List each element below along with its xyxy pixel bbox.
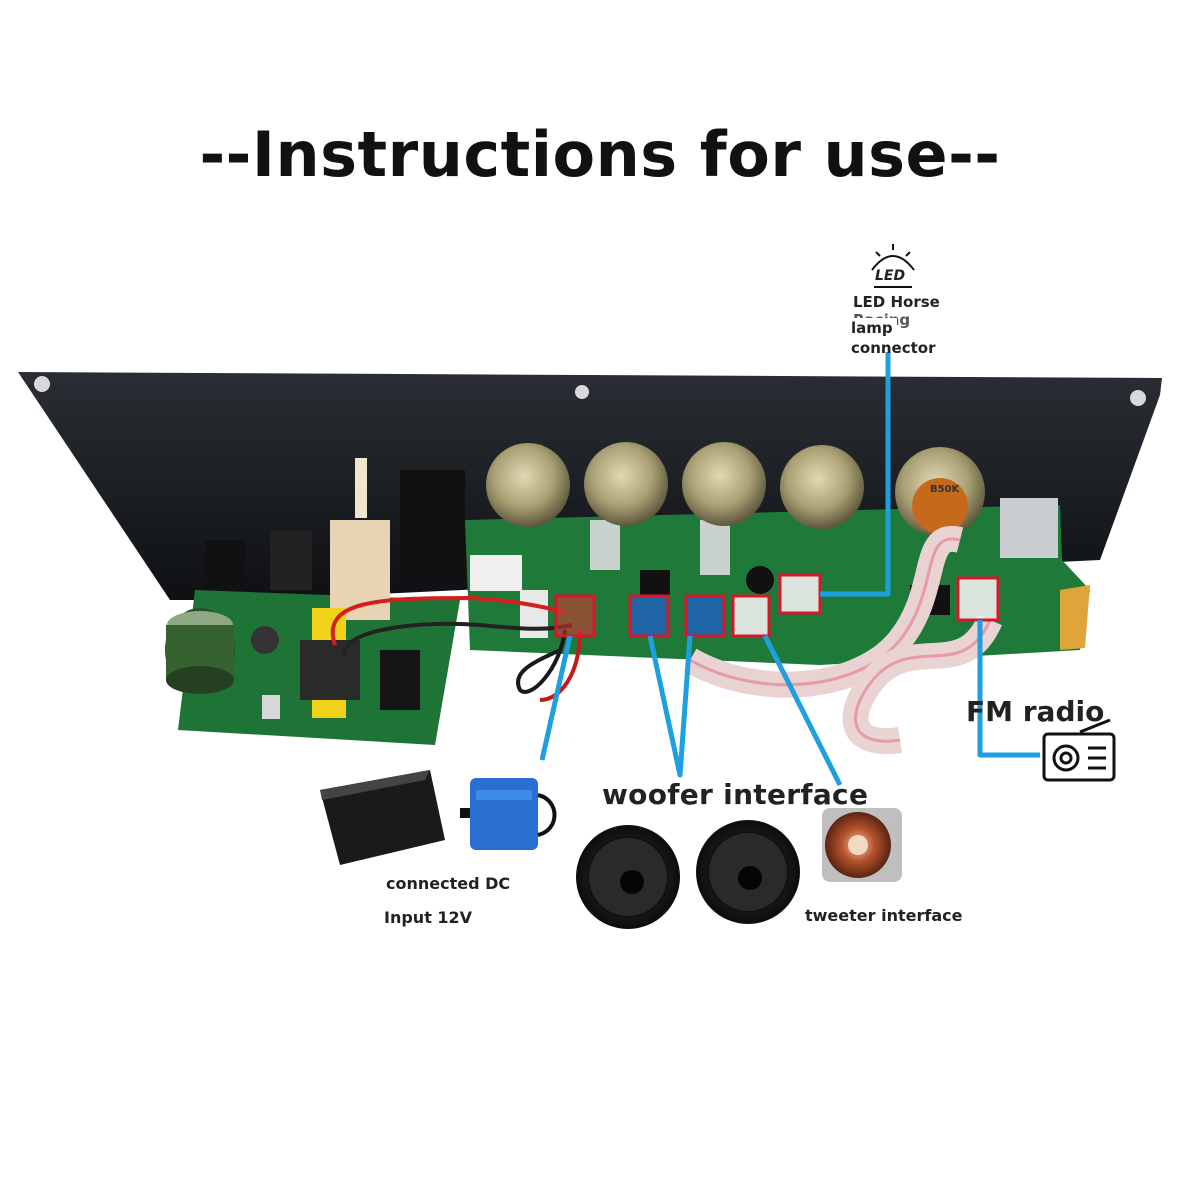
potentiometer	[780, 445, 864, 529]
dc-input-connector	[554, 594, 596, 638]
potentiometers	[486, 442, 985, 537]
led-icon-label: LED	[875, 268, 906, 284]
led-label-line1: LED Horse	[853, 293, 940, 311]
dc-input-label-line1: connected DC	[386, 874, 511, 893]
fm-radio-connector	[956, 576, 1000, 622]
potentiometer	[584, 442, 668, 526]
connector-boxes	[554, 573, 1000, 638]
led-connector	[778, 573, 822, 615]
tweeter-speaker-icon	[822, 808, 902, 882]
woofer-connector-2	[684, 594, 726, 638]
battery-pack-icon	[460, 778, 557, 850]
pot-marking-label: B50K	[930, 484, 960, 495]
led-label-line4: connector	[851, 339, 936, 357]
battery-icon	[320, 770, 445, 865]
dc-input-label-line2: Input 12V	[384, 908, 473, 927]
woofer-callout-line	[647, 635, 693, 778]
usb-port	[1000, 498, 1058, 558]
power-supply-board	[165, 458, 465, 745]
radio-icon	[1042, 718, 1116, 782]
potentiometer	[682, 442, 766, 526]
woofer-speaker-icon	[696, 820, 800, 924]
woofer-connector-1	[628, 594, 670, 638]
mount-hole	[575, 385, 589, 399]
woofer-interface-label: woofer interface	[602, 778, 869, 811]
dc-callout-line	[539, 635, 573, 761]
led-bulb-icon	[871, 244, 915, 288]
led-callout-line	[820, 352, 891, 597]
tweeter-interface-label: tweeter interface	[805, 906, 963, 925]
ribbon-cables	[683, 526, 1002, 755]
power-wires	[330, 595, 582, 702]
led-label-line3: lamp	[851, 318, 897, 338]
page-title: --Instructions for use--	[199, 118, 1001, 191]
callout-lines	[539, 352, 1040, 787]
woofer-speaker-icon	[576, 825, 680, 929]
mount-hole	[34, 376, 50, 392]
potentiometer	[486, 443, 570, 527]
tweeter-connector	[731, 594, 771, 638]
mount-hole	[1130, 390, 1146, 406]
fm-radio-label: FM radio	[966, 695, 1105, 728]
fm-callout-line	[977, 620, 1040, 758]
tweeter-callout-line	[762, 634, 843, 787]
